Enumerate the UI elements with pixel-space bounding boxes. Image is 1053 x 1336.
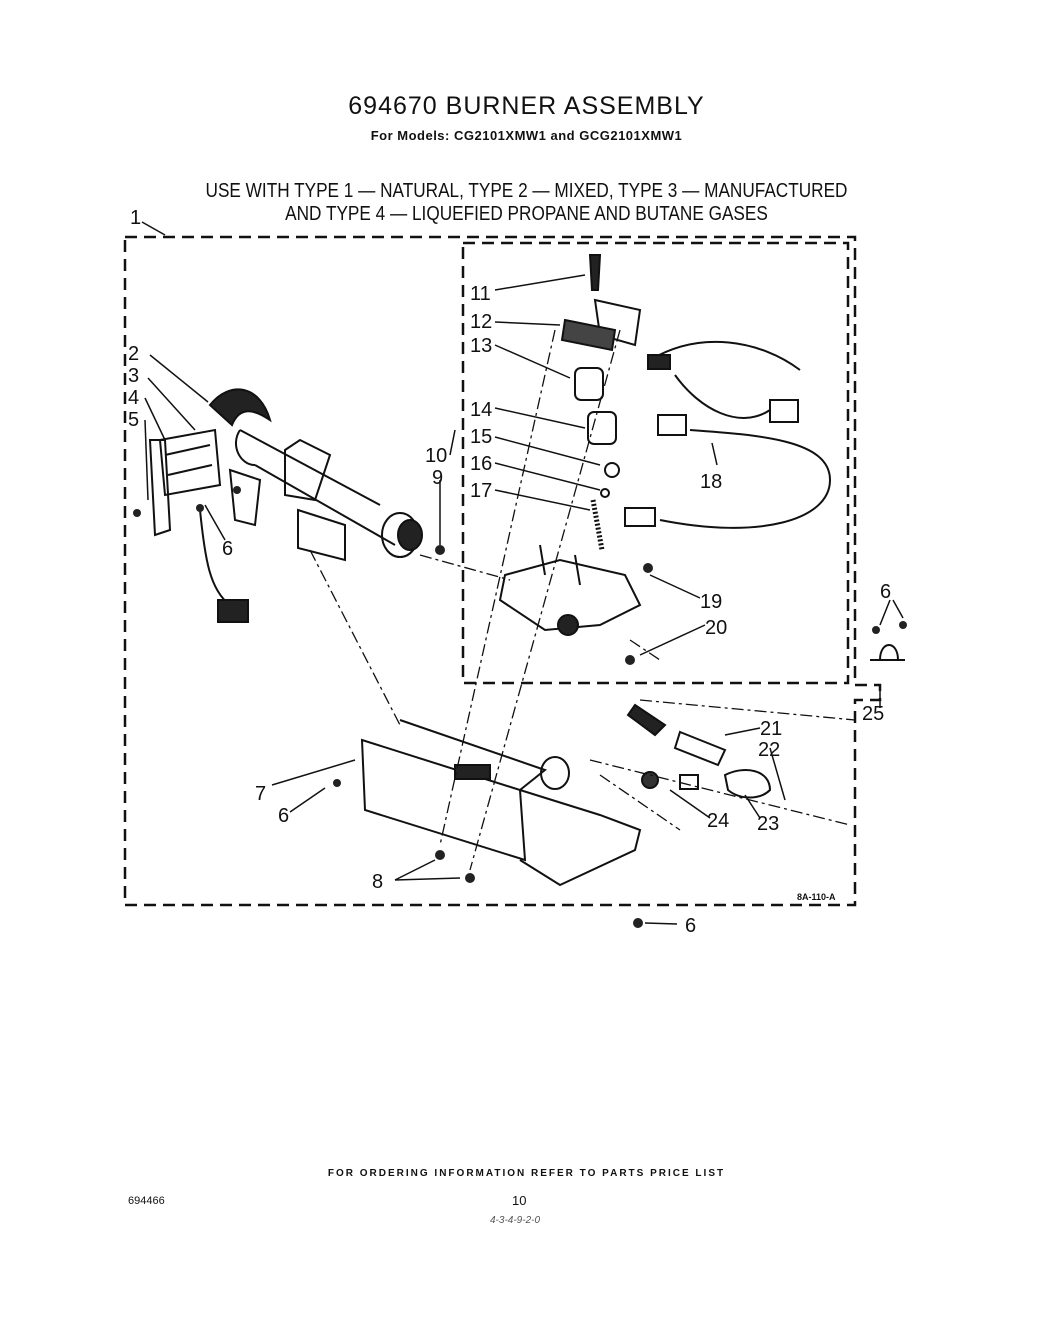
ordering-note: FOR ORDERING INFORMATION REFER TO PARTS … — [327, 1168, 726, 1179]
callout-3: 3 — [128, 365, 139, 387]
igniter-bracket — [148, 428, 262, 623]
callout-6-bottom: 6 — [685, 915, 696, 937]
callout-8: 8 — [372, 871, 383, 893]
callout-24: 24 — [707, 810, 729, 832]
callout-7: 7 — [255, 783, 266, 805]
callout-6-bracket: 6 — [278, 805, 289, 827]
callout-6-left: 6 — [222, 538, 233, 560]
callout-25: 25 — [862, 703, 884, 725]
page-number: 10 — [512, 1193, 527, 1208]
callout-5: 5 — [128, 409, 139, 431]
callout-12: 12 — [470, 311, 492, 333]
mounting-bracket — [360, 719, 642, 887]
callout-9: 9 — [432, 467, 443, 489]
gas-valve — [498, 254, 642, 636]
wiring-harness — [624, 340, 832, 529]
gas-types-line-2: AND TYPE 4 — LIQUEFIED PROPANE AND BUTAN… — [285, 203, 768, 225]
callout-1: 1 — [130, 207, 141, 229]
callout-17: 17 — [470, 480, 492, 502]
assembly-boundary — [123, 235, 882, 907]
models-subtitle: For Models: CG2101XMW1 and GCG2101XMW1 — [370, 128, 683, 143]
drawing-code: 8A-110-A — [797, 892, 836, 902]
page-title: 694670 BURNER ASSEMBLY — [348, 92, 705, 120]
callout-14: 14 — [470, 399, 492, 421]
callout-16: 16 — [470, 453, 492, 475]
callout-19: 19 — [700, 591, 722, 613]
callout-21: 21 — [760, 718, 782, 740]
screws — [133, 486, 907, 928]
gas-types-line-1: USE WITH TYPE 1 — NATURAL, TYPE 2 — MIXE… — [205, 180, 848, 202]
callout-10: 10 — [425, 445, 447, 467]
callout-22: 22 — [758, 739, 780, 761]
callout-18: 18 — [700, 471, 722, 493]
callout-6-clamp: 6 — [880, 581, 891, 603]
callout-13: 13 — [470, 335, 492, 357]
document-number: 694466 — [128, 1195, 165, 1207]
callout-11: 11 — [470, 283, 491, 305]
igniter-plate — [297, 508, 346, 562]
callout-20: 20 — [705, 617, 727, 639]
callout-numbers: 1 2 3 4 5 6 7 6 8 9 10 11 12 13 14 15 16… — [128, 207, 891, 937]
callout-23: 23 — [757, 813, 779, 835]
callout-2: 2 — [128, 343, 139, 365]
handwritten-note: 4-3-4-9-2-0 — [490, 1215, 541, 1226]
alignment-lines — [309, 329, 856, 871]
callout-leaders — [141, 221, 904, 925]
callout-4: 4 — [128, 387, 139, 409]
orifice-parts — [626, 703, 772, 799]
burner-tube — [208, 388, 423, 558]
valve-subassembly-boundary — [461, 241, 850, 685]
callout-15: 15 — [470, 426, 492, 448]
pipe-clamp — [870, 644, 905, 661]
